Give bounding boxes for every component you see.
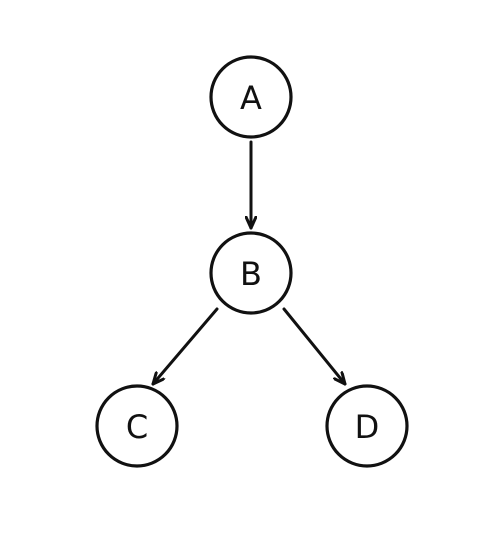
node-a-circle xyxy=(209,55,293,139)
edge-b-to-c xyxy=(151,307,219,386)
node-b-label: B xyxy=(240,255,262,293)
node-a-label: A xyxy=(240,79,262,117)
node-c: C xyxy=(95,384,179,468)
node-c-circle xyxy=(95,384,179,468)
node-d-label: D xyxy=(355,408,380,446)
node-d-circle xyxy=(325,384,409,468)
nodes-layer: A B C D xyxy=(95,55,409,468)
edges-layer xyxy=(151,140,347,386)
node-c-label: C xyxy=(126,408,148,446)
node-b-circle xyxy=(209,231,293,315)
node-b: B xyxy=(209,231,293,315)
node-d: D xyxy=(325,384,409,468)
edge-b-to-d xyxy=(282,307,347,386)
node-a: A xyxy=(209,55,293,139)
